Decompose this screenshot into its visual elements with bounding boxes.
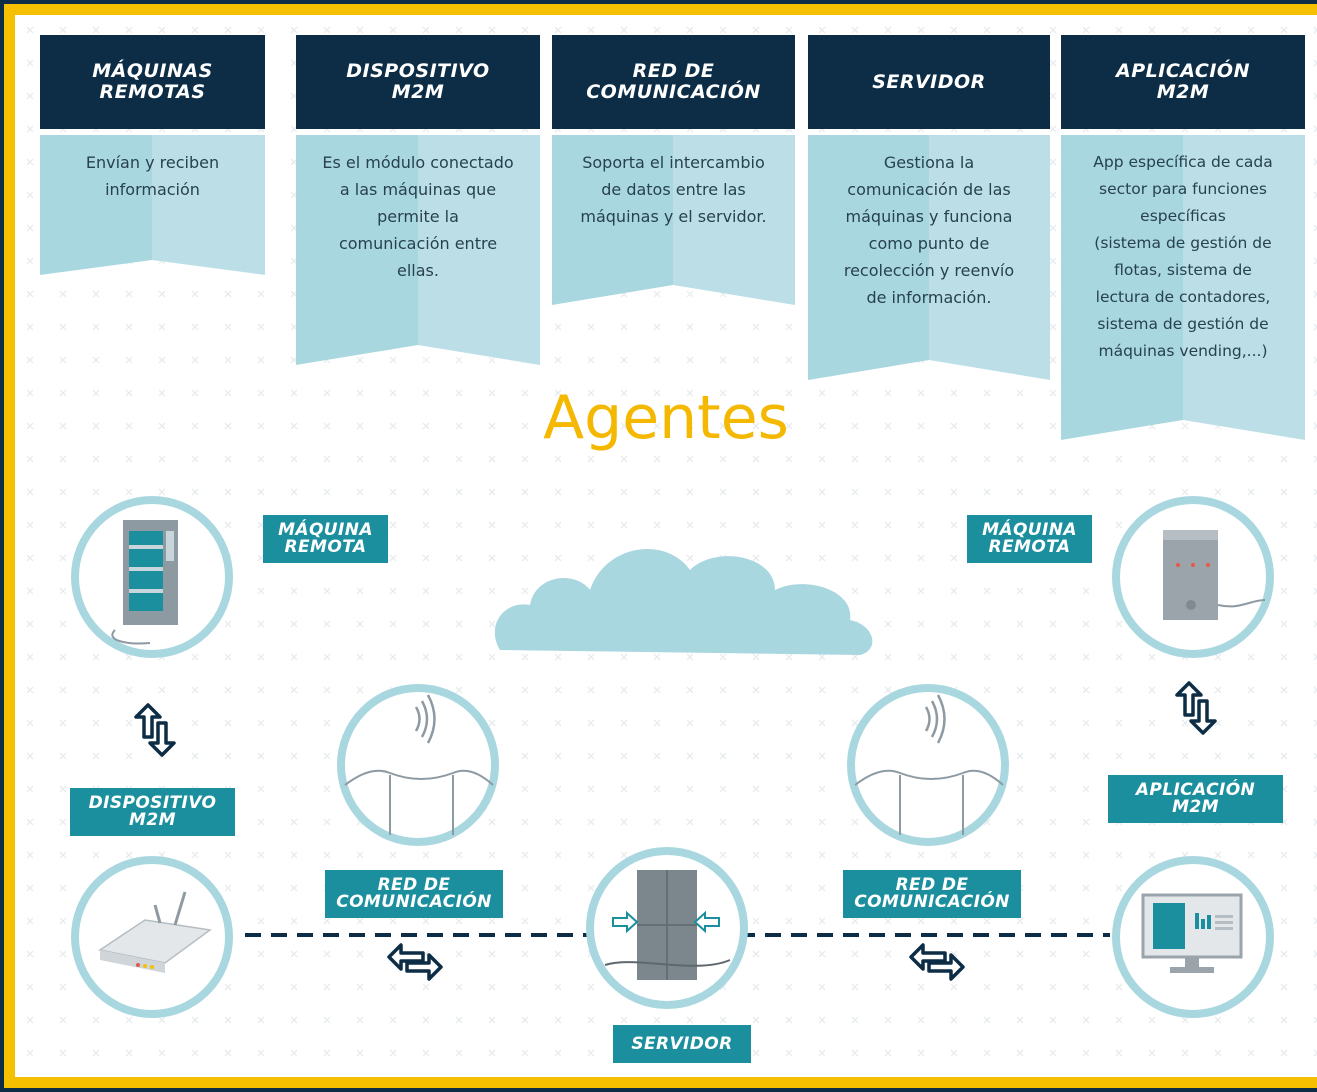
column-dispositivo-m2m: DISPOSITIVO M2M: [296, 35, 540, 135]
tag-maquina-remota-right: MÁQUINA REMOTA: [967, 515, 1092, 563]
server-icon: [604, 870, 731, 980]
column-header: SERVIDOR: [808, 35, 1050, 129]
column-description: App específica de cada sector para funci…: [1093, 153, 1273, 360]
tag-servidor: SERVIDOR: [613, 1025, 751, 1063]
tag-dispositivo-m2m: DISPOSITIVO M2M: [70, 788, 235, 836]
updown-arrow-right-icon: [1175, 681, 1217, 735]
ribbon-bodies: [40, 135, 1305, 440]
column-description: Es el módulo conectado a las máquinas qu…: [322, 153, 514, 280]
column-description: Soporta el intercambio de datos entre la…: [580, 153, 767, 226]
column-servidor: SERVIDOR: [808, 35, 1050, 135]
tag-maquina-remota-left: MÁQUINA REMOTA: [263, 515, 388, 563]
column-red-comunicacion: RED DE COMUNICACIÓN: [552, 35, 795, 135]
antenna-right-icon: [854, 694, 1004, 835]
monitor-icon: [1141, 893, 1243, 973]
column-description: Gestiona la comunicación de las máquinas…: [843, 153, 1015, 307]
column-header: RED DE COMUNICACIÓN: [552, 35, 795, 129]
column-maquinas-remotas: MÁQUINAS REMOTAS: [40, 35, 265, 135]
antenna-left-icon: [344, 694, 494, 835]
column-header: DISPOSITIVO M2M: [296, 35, 540, 129]
column-header: MÁQUINAS REMOTAS: [40, 35, 265, 129]
vending-machine-icon: [111, 520, 178, 645]
exchange-arrow-right-icon: [909, 943, 965, 981]
tag-aplicacion-m2m: APLICACIÓN M2M: [1108, 775, 1283, 823]
pc-tower-icon: [1163, 530, 1266, 620]
column-description: Envían y reciben información: [85, 153, 220, 199]
tag-red-comunicacion-right: RED DE COMUNICACIÓN: [843, 870, 1021, 918]
diagram-canvas: MÁQUINAS REMOTAS Envían y reciben inform…: [15, 15, 1317, 1077]
exchange-arrow-left-icon: [387, 943, 443, 981]
slide-border: MÁQUINAS REMOTAS Envían y reciben inform…: [4, 4, 1317, 1088]
column-header: APLICACIÓN M2M: [1061, 35, 1305, 129]
diagram-graphics: [15, 15, 1317, 1077]
slide-title: Agentes: [543, 383, 789, 453]
router-icon: [98, 891, 212, 973]
cloud-shape: [494, 548, 873, 655]
tag-red-comunicacion-left: RED DE COMUNICACIÓN: [325, 870, 503, 918]
column-aplicacion-m2m: APLICACIÓN M2M: [1061, 35, 1305, 135]
updown-arrow-left-icon: [134, 703, 176, 757]
